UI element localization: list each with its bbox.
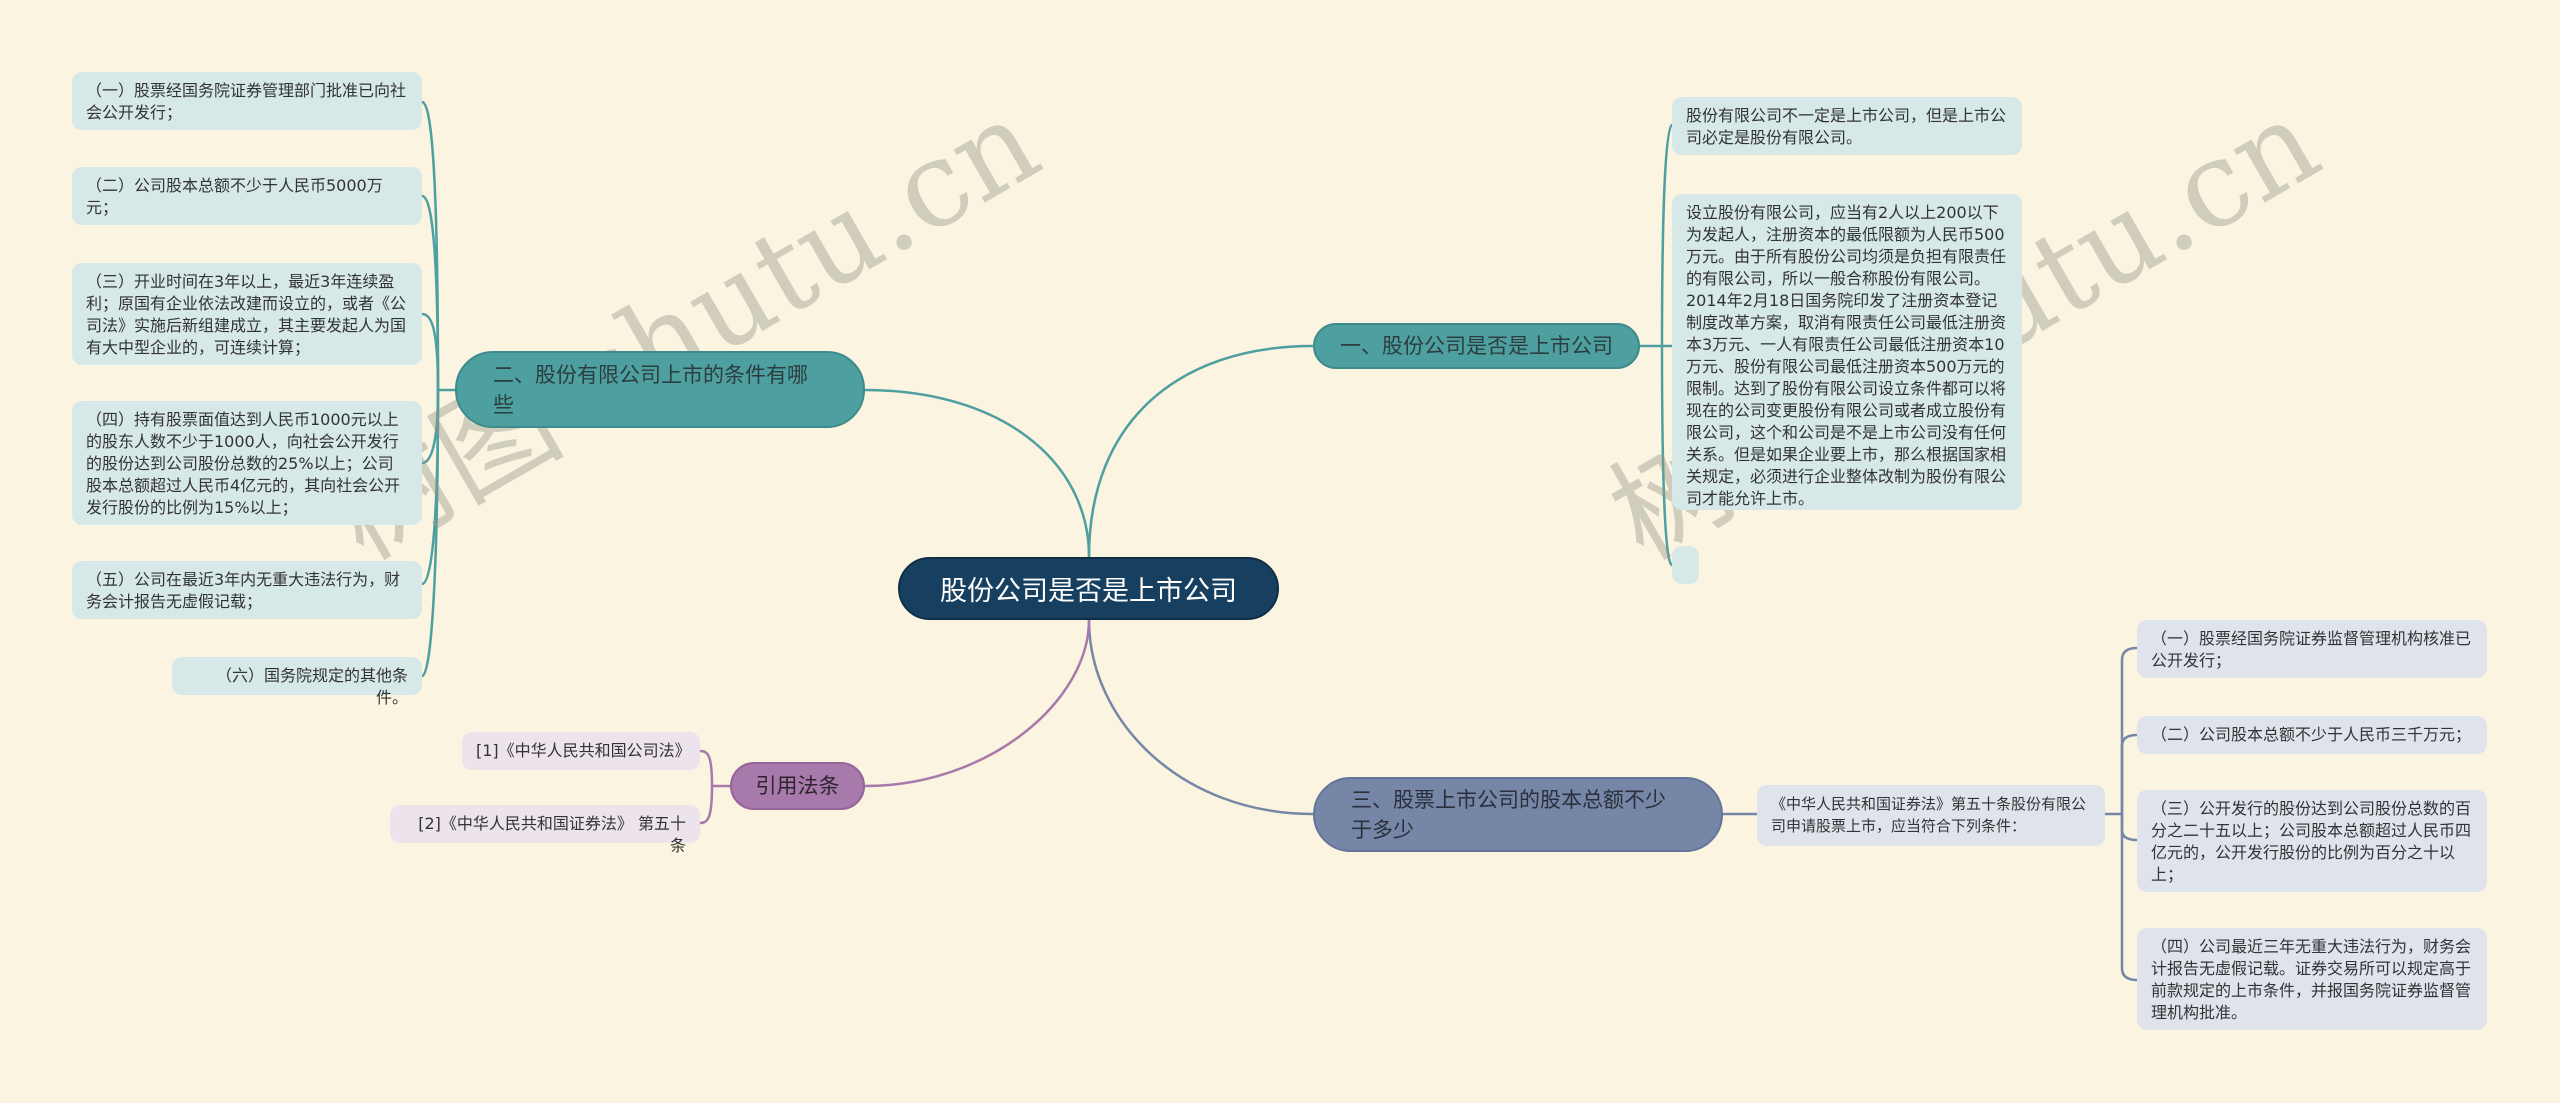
leaf-text: [1]《中华人民共和国公司法》 bbox=[476, 741, 691, 760]
empty-leaf-node[interactable] bbox=[1672, 546, 1699, 584]
leaf-node[interactable]: 设立股份有限公司，应当有2人以上200以下为发起人，注册资本的最低限额为人民币5… bbox=[1672, 194, 2022, 510]
leaf-node[interactable]: （一）股票经国务院证券监督管理机构核准已公开发行； bbox=[2137, 620, 2487, 678]
leaf-node[interactable]: （二）公司股本总额不少于人民币三千万元； bbox=[2137, 716, 2487, 754]
branch-label: 一、股份公司是否是上市公司 bbox=[1340, 334, 1613, 358]
citation-node[interactable]: [1]《中华人民共和国公司法》 bbox=[462, 732, 700, 770]
leaf-node[interactable]: （六）国务院规定的其他条件。 bbox=[172, 657, 422, 707]
leaf-node[interactable]: （二）公司股本总额不少于人民币5000万元； bbox=[72, 167, 422, 225]
leaf-node[interactable]: 股份有限公司不一定是上市公司，但是上市公司必定是股份有限公司。 bbox=[1672, 97, 2022, 155]
root-node[interactable]: 股份公司是否是上市公司 bbox=[898, 557, 1279, 620]
leaf-node[interactable]: （三）开业时间在3年以上，最近3年连续盈利；原国有企业依法改建而设立的，或者《公… bbox=[72, 263, 422, 365]
leaf-text: （一）股票经国务院证券监督管理机构核准已公开发行； bbox=[2151, 629, 2472, 670]
leaf-text: （三）开业时间在3年以上，最近3年连续盈利；原国有企业依法改建而设立的，或者《公… bbox=[86, 272, 407, 357]
leaf-text: （五）公司在最近3年内无重大违法行为，财务会计报告无虚假记载； bbox=[86, 570, 401, 611]
leaf-node[interactable]: （一）股票经国务院证券管理部门批准已向社会公开发行； bbox=[72, 72, 422, 130]
leaf-text: （四）公司最近三年无重大违法行为，财务会计报告无虚假记载。证券交易所可以规定高于… bbox=[2151, 937, 2472, 1022]
leaf-text: [2]《中华人民共和国证券法》 第五十条 bbox=[418, 814, 686, 855]
leaf-node[interactable]: （四）持有股票面值达到人民币1000元以上的股东人数不少于1000人，向社会公开… bbox=[72, 401, 422, 525]
leaf-text: 股份有限公司不一定是上市公司，但是上市公司必定是股份有限公司。 bbox=[1686, 106, 2007, 147]
branch-node-capital-minimum[interactable]: 三、股票上市公司的股本总额不少于多少 bbox=[1313, 777, 1723, 852]
leaf-node[interactable]: （五）公司在最近3年内无重大违法行为，财务会计报告无虚假记载； bbox=[72, 561, 422, 619]
citation-node[interactable]: [2]《中华人民共和国证券法》 第五十条 bbox=[390, 805, 700, 855]
leaf-text: 《中华人民共和国证券法》第五十条股份有限公司申请股票上市，应当符合下列条件： bbox=[1771, 795, 2087, 835]
leaf-text: （六）国务院规定的其他条件。 bbox=[215, 666, 408, 707]
leaf-text: 设立股份有限公司，应当有2人以上200以下为发起人，注册资本的最低限额为人民币5… bbox=[1686, 203, 2007, 508]
branch-label: 二、股份有限公司上市的条件有哪些 bbox=[493, 362, 808, 417]
branch-label: 引用法条 bbox=[755, 774, 840, 798]
leaf-node[interactable]: （三）公开发行的股份达到公司股份总数的百分之二十五以上；公司股本总额超过人民币四… bbox=[2137, 790, 2487, 892]
branch-node-listing-conditions[interactable]: 二、股份有限公司上市的条件有哪些 bbox=[455, 351, 865, 428]
branch-node-is-listed[interactable]: 一、股份公司是否是上市公司 bbox=[1313, 323, 1640, 369]
leaf-text: （四）持有股票面值达到人民币1000元以上的股东人数不少于1000人，向社会公开… bbox=[86, 410, 401, 517]
leaf-text: （二）公司股本总额不少于人民币三千万元； bbox=[2151, 725, 2472, 744]
leaf-node[interactable]: （四）公司最近三年无重大违法行为，财务会计报告无虚假记载。证券交易所可以规定高于… bbox=[2137, 928, 2487, 1030]
branch-node-cited-laws[interactable]: 引用法条 bbox=[730, 762, 865, 810]
root-label: 股份公司是否是上市公司 bbox=[940, 576, 1237, 607]
intro-node[interactable]: 《中华人民共和国证券法》第五十条股份有限公司申请股票上市，应当符合下列条件： bbox=[1757, 785, 2105, 846]
leaf-text: （三）公开发行的股份达到公司股份总数的百分之二十五以上；公司股本总额超过人民币四… bbox=[2151, 799, 2472, 884]
leaf-text: （二）公司股本总额不少于人民币5000万元； bbox=[86, 176, 383, 217]
leaf-text: （一）股票经国务院证券管理部门批准已向社会公开发行； bbox=[86, 81, 407, 122]
branch-label: 三、股票上市公司的股本总额不少于多少 bbox=[1351, 787, 1666, 842]
